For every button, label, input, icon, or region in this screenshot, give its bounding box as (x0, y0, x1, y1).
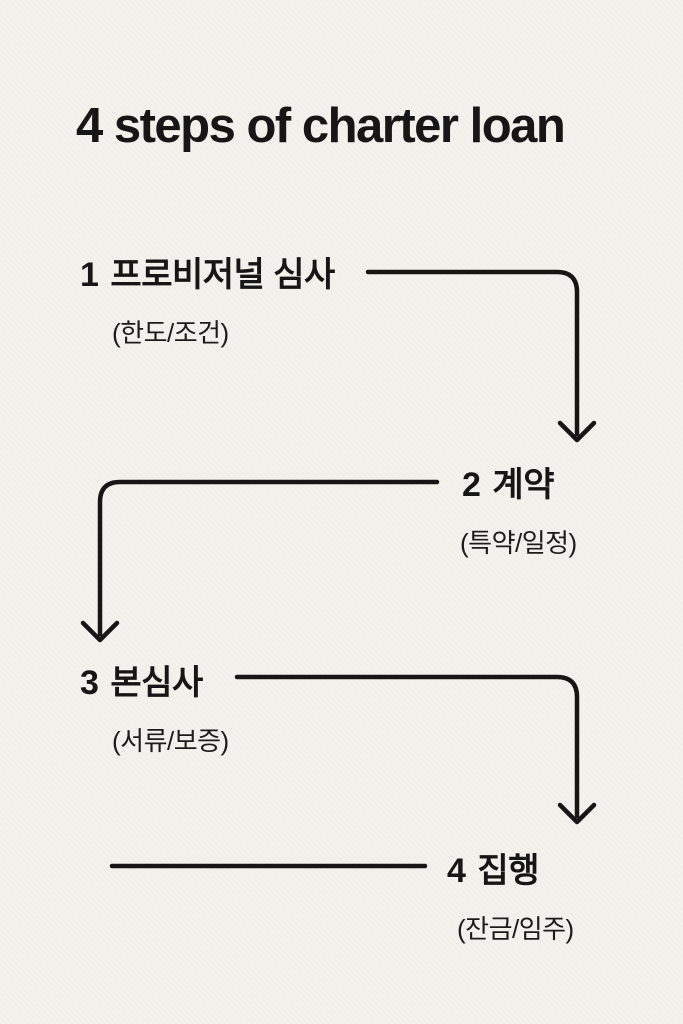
connector-3-to-4 (234, 674, 597, 825)
step-4-subtitle: (잔금/임주) (457, 914, 574, 944)
connector-1-to-2 (365, 269, 597, 443)
step-1-number: 1 (80, 256, 99, 294)
step-1-heading: 1 프로비저널 심사 (80, 247, 335, 296)
step-2-number: 2 (462, 466, 481, 504)
step-4-heading: 4 집행 (447, 843, 574, 892)
step-1-subtitle: (한도/조건) (112, 318, 229, 348)
step-4-label: 집행 (477, 852, 539, 890)
step-2-subtitle: (특약/일정) (460, 528, 577, 558)
arrowhead-down-icon (80, 620, 120, 643)
connector-2-to-3 (80, 479, 440, 643)
step-3-main-review: 3 본심사 (서류/보증) (80, 655, 229, 758)
step-3-heading: 3 본심사 (80, 655, 229, 704)
step-2-contract: 2 계약 (특약/일정) (460, 457, 577, 560)
page-title: 4 steps of charter loan (76, 99, 566, 153)
step-4-execution: 4 집행 (잔금/임주) (447, 843, 574, 946)
arrowhead-down-icon (557, 802, 597, 825)
step-1-provisional-review: 1 프로비저널 심사 (한도/조건) (80, 247, 335, 350)
step-3-subtitle: (서류/보증) (112, 726, 229, 756)
step-2-heading: 2 계약 (462, 457, 577, 506)
step-1-label: 프로비저널 심사 (110, 256, 335, 294)
step-3-number: 3 (80, 664, 99, 702)
step-2-label: 계약 (492, 466, 554, 504)
step-3-label: 본심사 (110, 664, 203, 702)
step-4-number: 4 (447, 852, 466, 890)
arrowhead-down-icon (557, 420, 597, 443)
